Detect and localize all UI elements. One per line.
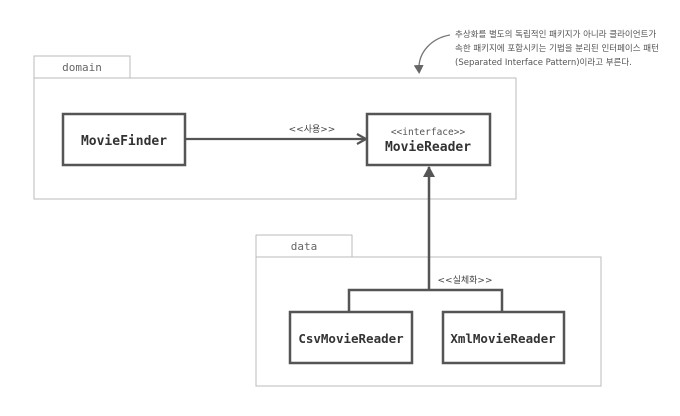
class-name: XmlMovieReader: [450, 331, 556, 346]
package-body: [33, 77, 517, 200]
note-line: (Separated Interface Pattern)이라고 부른다.: [455, 57, 632, 68]
realization-branch: [347, 288, 504, 312]
note-line: 속한 패키지에 포함시키는 기법을 분리된 인터페이스 패턴: [455, 43, 659, 54]
class-movie-reader: <<interface>> MovieReader: [365, 112, 492, 167]
class-csv-movie-reader: CsvMovieReader: [288, 310, 414, 365]
class-name: MovieReader: [385, 140, 471, 155]
note-arrow: [413, 34, 451, 74]
class-stereotype: <<interface>>: [391, 127, 466, 138]
realization-connector: [347, 166, 504, 312]
annotation-note: 추상화를 별도의 독립적인 패키지가 아니라 클라이언트가 속한 패키지에 포함…: [413, 29, 659, 74]
class-name: CsvMovieReader: [298, 331, 404, 346]
package-data: data: [255, 234, 602, 387]
package-domain: domain: [33, 55, 517, 200]
class-movie-finder: MovieFinder: [61, 112, 187, 167]
note-line: 추상화를 별도의 독립적인 패키지가 아니라 클라이언트가: [455, 29, 656, 40]
class-xml-movie-reader: XmlMovieReader: [441, 310, 566, 365]
realizes-label: <<실체화>>: [437, 275, 492, 286]
package-label: data: [291, 240, 318, 253]
uses-label: <<사용>>: [289, 124, 336, 135]
package-label: domain: [62, 61, 102, 74]
class-name: MovieFinder: [81, 134, 167, 149]
